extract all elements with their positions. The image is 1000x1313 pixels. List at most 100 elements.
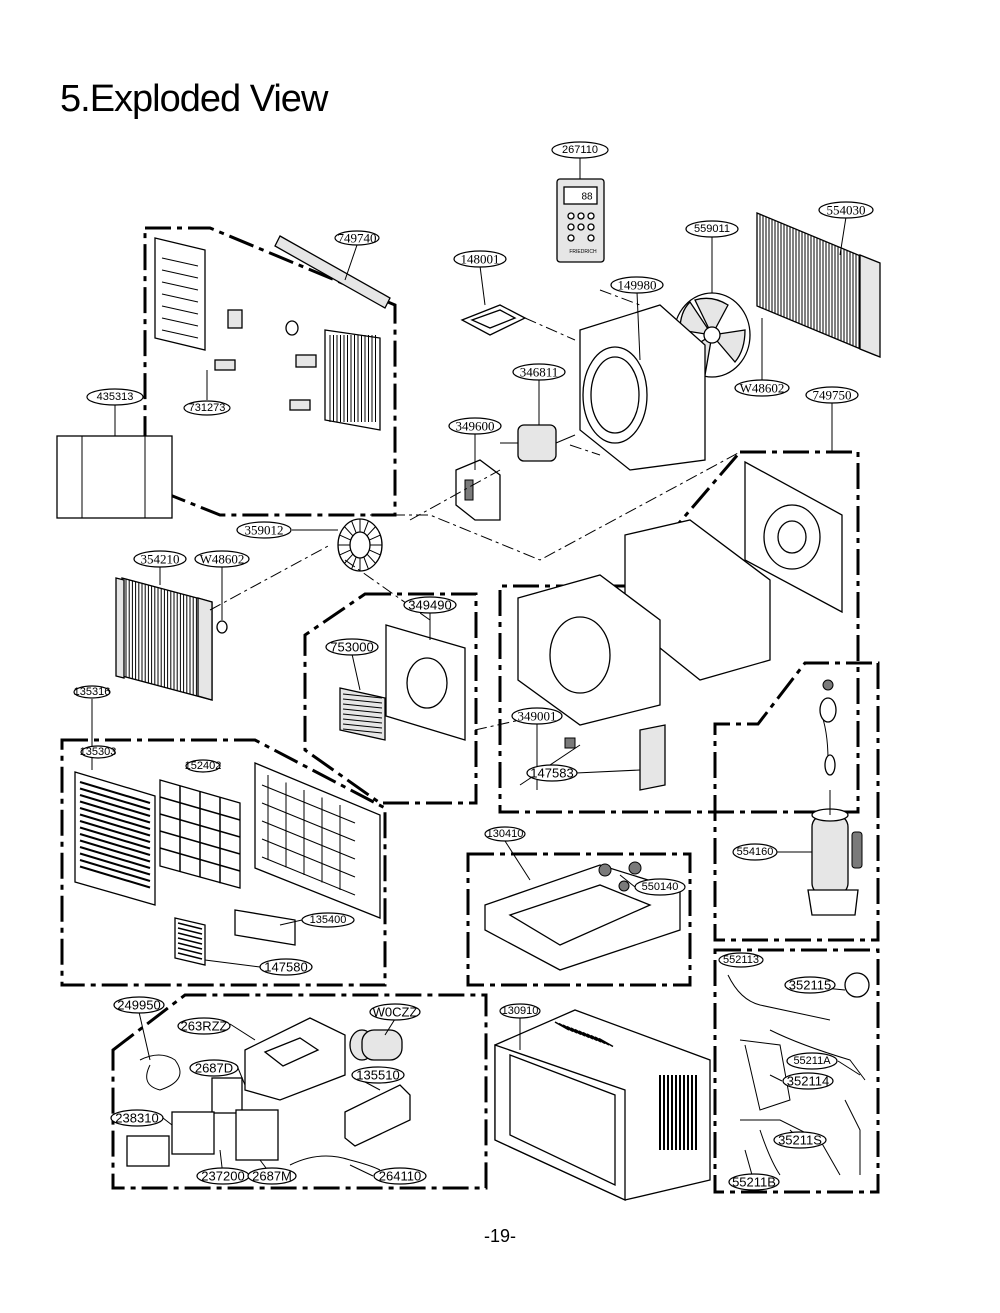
fin-line bbox=[79, 839, 151, 863]
label-249950-text: 249950 bbox=[117, 998, 160, 1013]
label-238310-text: 238310 bbox=[115, 1111, 158, 1126]
label-731273-text: 731273 bbox=[189, 402, 226, 414]
label-554030-text: 554030 bbox=[827, 203, 866, 218]
condenser-coil bbox=[756, 212, 881, 358]
fin-line bbox=[161, 305, 199, 315]
label-349001: 349001 bbox=[511, 707, 563, 725]
frame-front-grille-group bbox=[60, 738, 387, 987]
fin-line bbox=[177, 942, 203, 950]
fin-line bbox=[177, 952, 203, 960]
label-W48602-a: W48602 bbox=[734, 379, 790, 397]
label-238310: 238310 bbox=[110, 1109, 164, 1127]
label-435313-text: 435313 bbox=[97, 391, 134, 403]
label-552113-text: 552113 bbox=[723, 954, 759, 966]
fin-line bbox=[161, 293, 199, 303]
label-349600-text: 349600 bbox=[456, 419, 495, 434]
fin-line bbox=[79, 820, 151, 843]
fin-line bbox=[79, 859, 151, 882]
fan-motor bbox=[500, 424, 576, 462]
label-349490-text: 349490 bbox=[408, 598, 451, 613]
label-W48602-b-text: W48602 bbox=[200, 552, 245, 567]
label-359012-text: 359012 bbox=[245, 523, 284, 538]
fin-line bbox=[344, 553, 354, 564]
fin-line bbox=[177, 927, 203, 935]
label-753000: 753000 bbox=[325, 638, 379, 656]
fin-line bbox=[177, 947, 203, 955]
fin-line bbox=[79, 813, 151, 837]
fin-line bbox=[366, 553, 376, 564]
fin-line bbox=[79, 800, 151, 824]
fin-line bbox=[159, 830, 241, 855]
label-135303: 135303 bbox=[80, 745, 116, 759]
label-148001: 148001 bbox=[453, 250, 507, 268]
label-359012: 359012 bbox=[236, 521, 292, 539]
label-2687M-text: 2687M bbox=[252, 1169, 292, 1184]
fin-line bbox=[79, 781, 151, 804]
air-filter bbox=[159, 779, 241, 889]
manual-box bbox=[56, 435, 173, 519]
label-130910: 130910 bbox=[499, 1003, 541, 1019]
label-550140: 550140 bbox=[634, 878, 686, 896]
fin-line bbox=[261, 838, 356, 878]
frame-control-group bbox=[111, 993, 488, 1190]
label-264110-text: 264110 bbox=[379, 1169, 421, 1184]
label-264110: 264110 bbox=[373, 1167, 427, 1185]
label-552113: 552113 bbox=[718, 952, 764, 968]
fin-line bbox=[177, 937, 203, 945]
label-130410-text: 130410 bbox=[487, 828, 524, 840]
label-135400-text: 135400 bbox=[310, 914, 347, 926]
label-753000-text: 753000 bbox=[330, 640, 373, 655]
label-135400: 135400 bbox=[301, 912, 355, 928]
fin-line bbox=[369, 534, 381, 541]
label-35211S: 35211S bbox=[773, 1131, 827, 1149]
fin-line bbox=[342, 728, 383, 734]
bulkhead-assembly bbox=[517, 460, 843, 791]
label-352114: 352114 bbox=[782, 1072, 834, 1090]
label-W48602-b: W48602 bbox=[194, 550, 250, 568]
fin-line bbox=[161, 257, 199, 267]
refrigerant-tubing bbox=[727, 972, 870, 1176]
fin-line bbox=[161, 281, 199, 291]
fin-line bbox=[79, 807, 151, 830]
label-749750: 749750 bbox=[805, 386, 859, 404]
label-749740: 749740 bbox=[334, 230, 380, 246]
label-554030: 554030 bbox=[818, 201, 874, 219]
label-55211B: 55211B bbox=[728, 1173, 780, 1191]
label-267110: 267110 bbox=[551, 141, 609, 159]
label-2687D: 2687D bbox=[189, 1059, 239, 1077]
fin-line bbox=[363, 556, 369, 570]
label-152402: 152402 bbox=[185, 759, 222, 773]
label-147580-text: 147580 bbox=[264, 960, 307, 975]
front-frame bbox=[254, 762, 381, 919]
label-554160-text: 554160 bbox=[737, 846, 774, 858]
label-55211A-text: 55211A bbox=[793, 1055, 831, 1067]
fin-line bbox=[351, 520, 357, 534]
fin-line bbox=[598, 1037, 614, 1048]
fin-line bbox=[342, 693, 383, 699]
fin-line bbox=[177, 932, 203, 940]
tray-bracket bbox=[460, 304, 527, 336]
label-55211A: 55211A bbox=[786, 1052, 838, 1070]
label-352115: 352115 bbox=[784, 976, 836, 994]
fin-line bbox=[79, 852, 151, 876]
fin-line bbox=[79, 833, 151, 856]
label-W0CZZ: W0CZZ bbox=[369, 1003, 421, 1021]
label-559011-text: 559011 bbox=[694, 223, 730, 235]
base-pan bbox=[484, 861, 681, 971]
label-130410: 130410 bbox=[484, 826, 526, 842]
fin-line bbox=[79, 846, 151, 869]
frame-base-pan-group bbox=[466, 852, 692, 987]
fin-line bbox=[342, 708, 383, 714]
label-349001-text: 349001 bbox=[518, 709, 557, 724]
label-263RZZ-text: 263RZZ bbox=[181, 1019, 228, 1034]
label-346811: 346811 bbox=[512, 363, 566, 381]
fin-line bbox=[339, 534, 351, 541]
label-W48602-a-text: W48602 bbox=[740, 381, 785, 396]
page-number: -19- bbox=[483, 1226, 516, 1246]
remote-brand-text: FRIEDRICH bbox=[569, 249, 597, 255]
frame-tubing-group bbox=[713, 948, 880, 1194]
fin-line bbox=[344, 526, 354, 537]
label-152402-text: 152402 bbox=[185, 760, 222, 772]
fin-line bbox=[261, 856, 356, 896]
control-panel-cover bbox=[234, 909, 296, 946]
